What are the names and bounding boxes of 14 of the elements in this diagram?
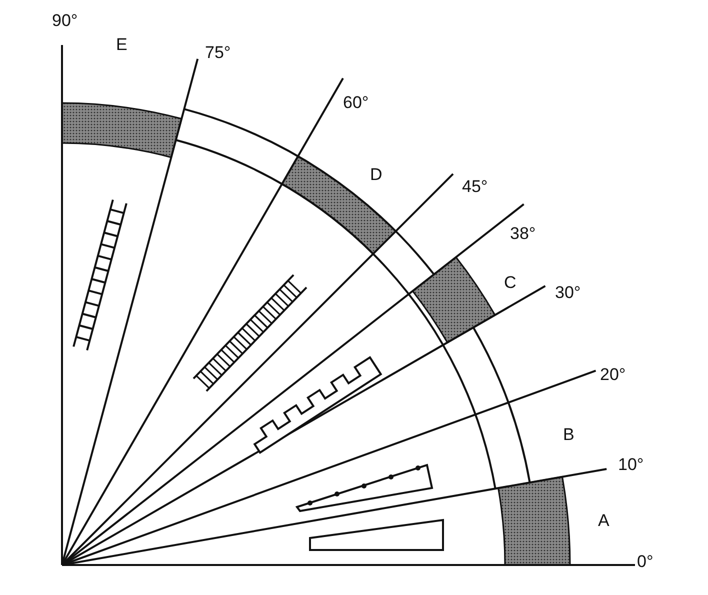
- zone-letter: B: [563, 426, 574, 443]
- zone-letter: C: [504, 274, 516, 291]
- zone-letter: D: [370, 166, 382, 183]
- angle-label: 45°: [462, 178, 488, 195]
- angle-label: 38°: [510, 225, 536, 242]
- angle-label: 20°: [600, 366, 626, 383]
- angle-label: 30°: [555, 284, 581, 301]
- zone-letter: E: [116, 36, 128, 53]
- angle-label: 60°: [343, 94, 369, 111]
- angle-label: 0°: [637, 553, 654, 570]
- angle-label: 90°: [52, 12, 78, 29]
- angle-label: 75°: [205, 44, 231, 61]
- angle-label: 10°: [618, 456, 644, 473]
- zone-letter: A: [598, 512, 610, 529]
